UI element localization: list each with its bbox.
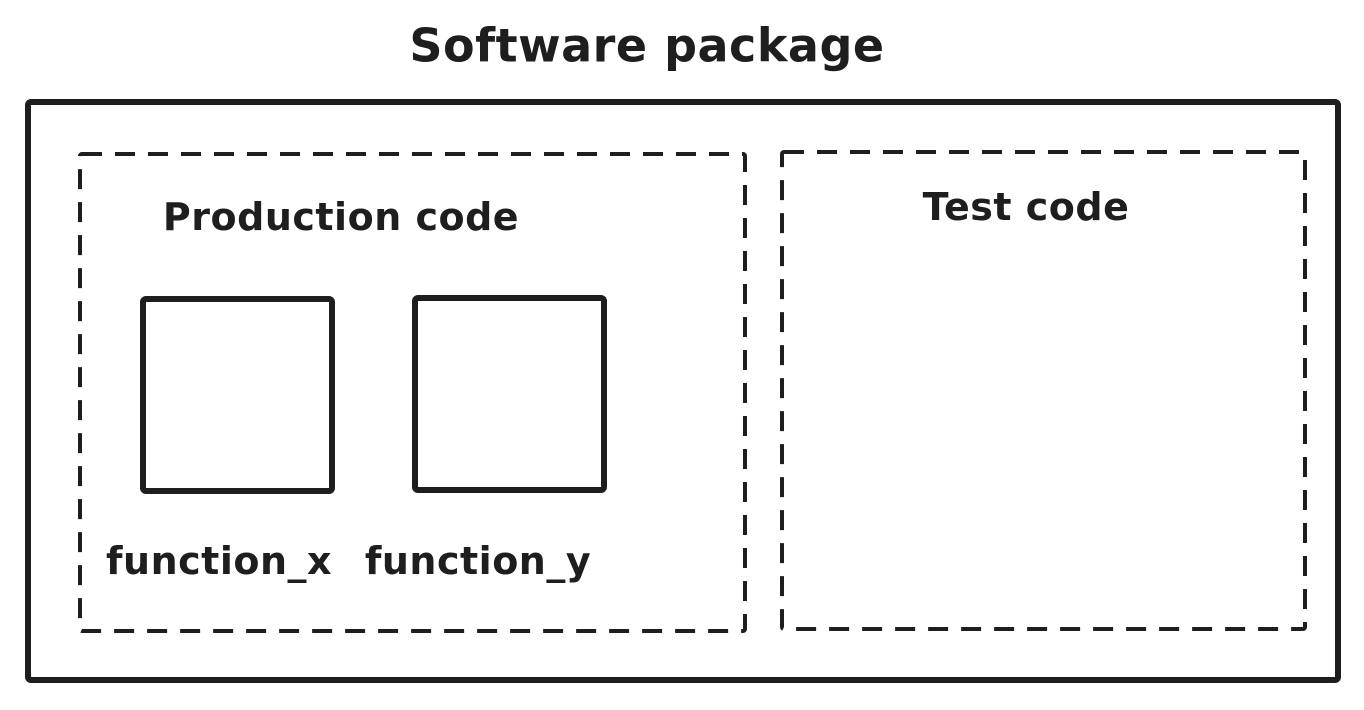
function-x-box bbox=[140, 296, 335, 494]
function-y-box bbox=[412, 295, 607, 493]
production-code-label: Production code bbox=[162, 195, 520, 240]
test-code-label: Test code bbox=[922, 185, 1130, 230]
function-x-label: function_x bbox=[105, 539, 333, 584]
function-y-label: function_y bbox=[364, 539, 592, 584]
production-code-box bbox=[78, 152, 747, 633]
software-package-box bbox=[25, 99, 1341, 683]
test-code-box bbox=[780, 150, 1307, 631]
diagram-title: Software package bbox=[409, 18, 885, 73]
